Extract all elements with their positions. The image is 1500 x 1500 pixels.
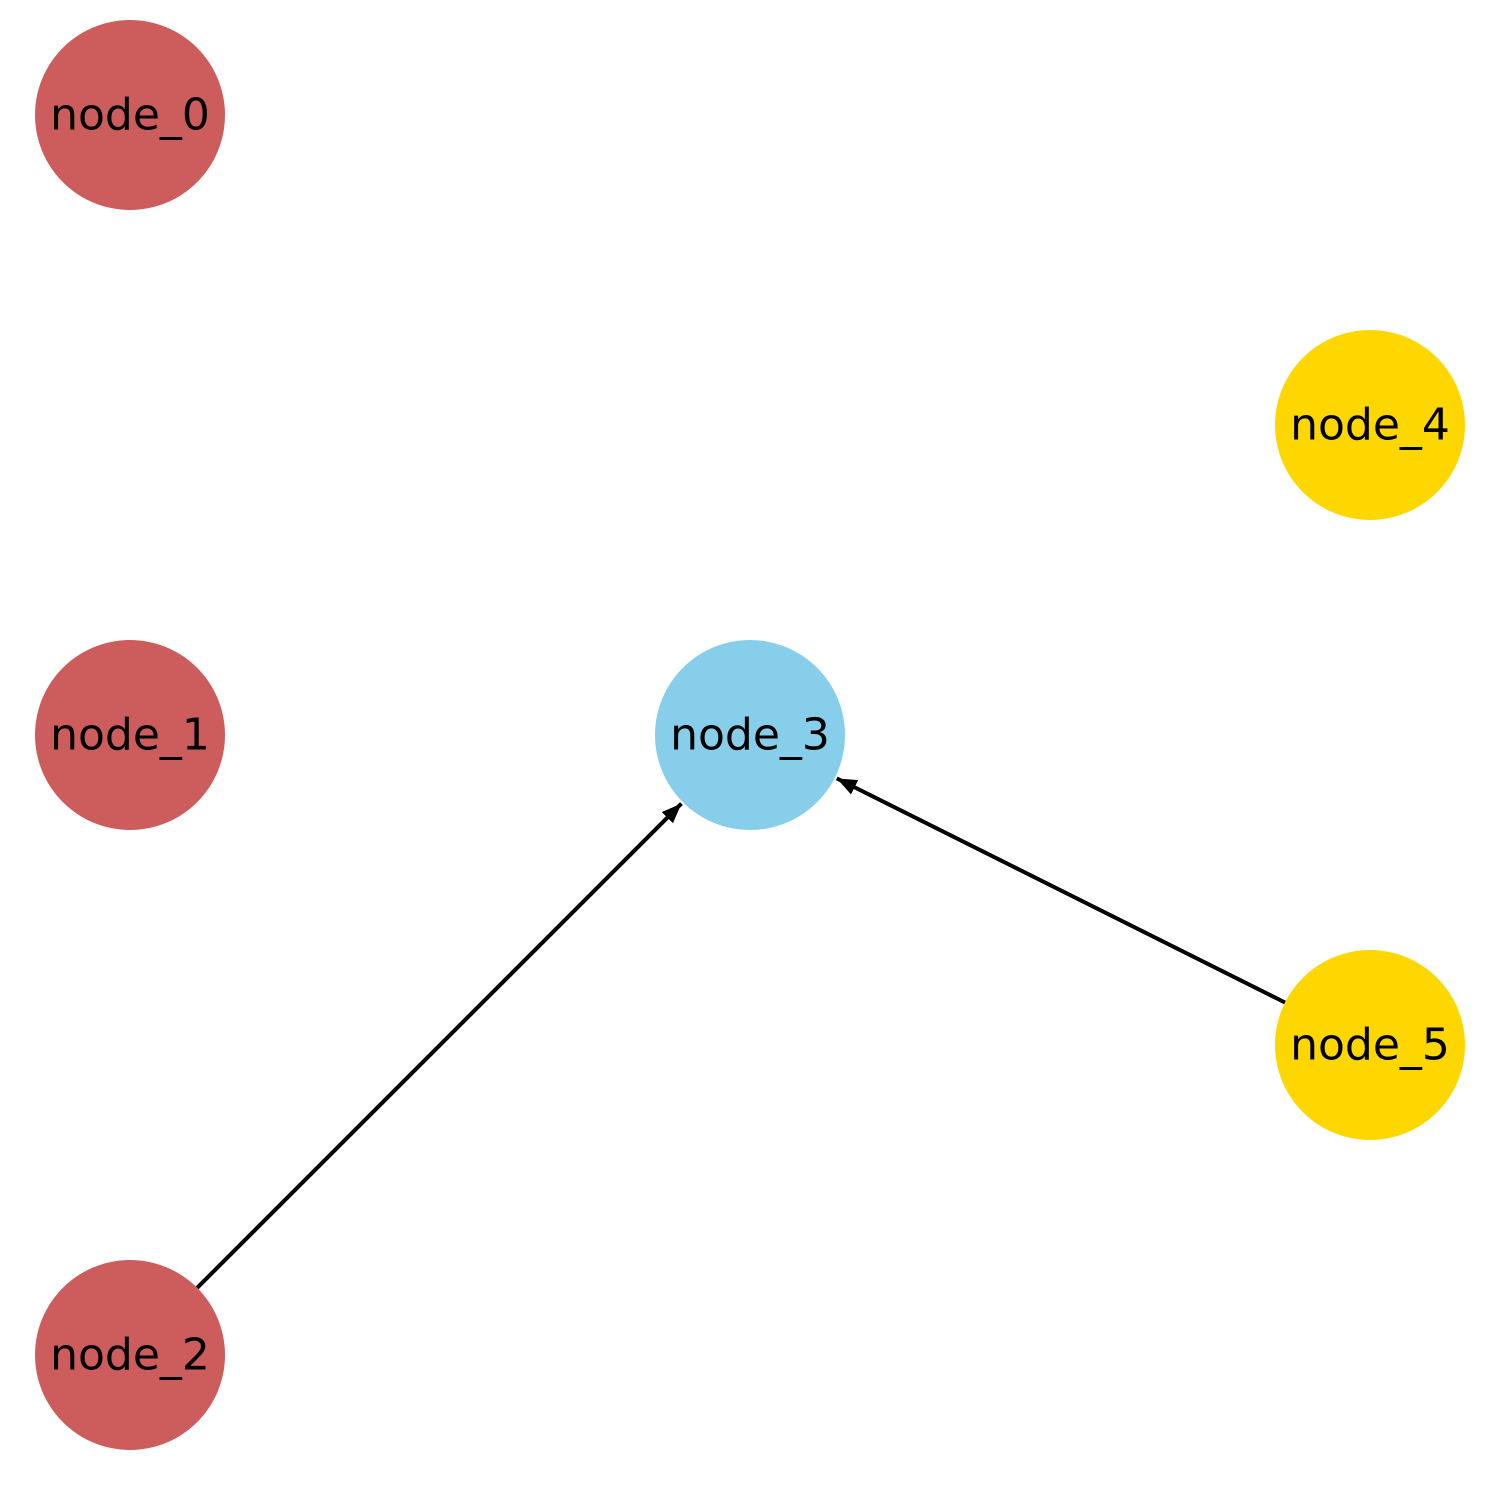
graph-node-node_5: node_5 — [1275, 950, 1465, 1140]
node-label: node_3 — [670, 710, 830, 761]
nodes-layer: node_0 node_1 node_2 node_3 node_4 node_5 — [35, 20, 1465, 1450]
node-circle — [35, 1260, 225, 1450]
node-label: node_5 — [1290, 1020, 1450, 1071]
graph-node-node_0: node_0 — [35, 20, 225, 210]
edge-node_5-to-node_3 — [835, 776, 1286, 1005]
graph-node-node_3: node_3 — [655, 640, 845, 830]
node-circle — [35, 20, 225, 210]
node-circle — [35, 640, 225, 830]
node-circle — [1275, 330, 1465, 520]
graph-node-node_2: node_2 — [35, 1260, 225, 1450]
node-circle — [1275, 950, 1465, 1140]
node-circle — [655, 640, 845, 830]
node-label: node_1 — [50, 710, 210, 761]
edge-node_2-to-node_3 — [195, 802, 683, 1290]
graph-node-node_4: node_4 — [1275, 330, 1465, 520]
node-label: node_4 — [1290, 400, 1450, 451]
node-label: node_0 — [50, 90, 210, 141]
edges-layer — [195, 776, 1286, 1290]
graph-node-node_1: node_1 — [35, 640, 225, 830]
node-label: node_2 — [50, 1330, 210, 1381]
